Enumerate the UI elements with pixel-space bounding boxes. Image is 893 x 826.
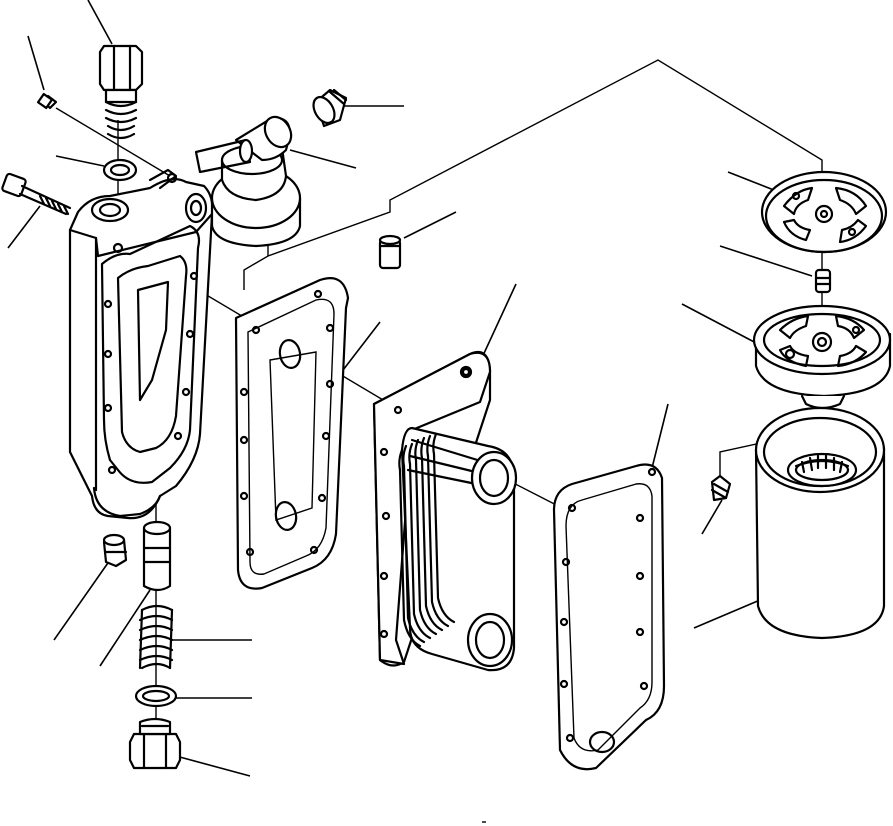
leader-lower-plug: [53, 559, 111, 641]
leader-drain-cock: [701, 499, 723, 535]
element-gasket: [552, 463, 666, 771]
bypass-plug: [312, 88, 348, 128]
lower-piston: [142, 520, 172, 592]
relief-valve-plug: [98, 44, 144, 140]
cover-gasket: [234, 277, 350, 590]
nipple: [814, 268, 832, 294]
leader-thermo-housing: [289, 149, 357, 169]
filter-top-plate: [760, 170, 888, 254]
leader-nipple: [719, 245, 813, 277]
leader-relief-valve: [87, 0, 113, 45]
small-plug: [378, 234, 402, 270]
leader-element-gasket: [651, 403, 669, 469]
leader-small-screw: [27, 35, 45, 91]
lower-o-ring: [134, 684, 178, 708]
filter-head: [752, 304, 892, 410]
leader-cooler-element: [479, 283, 517, 363]
lower-spring: [138, 604, 174, 670]
oil-filter-cartridge: [754, 406, 886, 640]
cooler-element: [372, 350, 518, 672]
leader-long-bolt: [7, 205, 41, 249]
leader-filter-cartridge: [693, 599, 761, 629]
center-line-cooler-to-filter: [243, 59, 823, 470]
center-line-screw: [55, 107, 171, 177]
long-bolt: [1, 172, 72, 216]
small-screw: [36, 92, 58, 110]
o-ring-upper: [102, 158, 138, 182]
leader-small-plug: [403, 211, 457, 239]
leader-lines: [7, 0, 813, 777]
lower-hex-plug: [128, 717, 182, 770]
leader-lower-piston: [99, 589, 151, 667]
thermo-elbow-housing: [194, 115, 302, 248]
oil-cooler-body: [68, 168, 214, 520]
leader-cover-gasket: [339, 321, 381, 375]
leader-o-ring-upper: [55, 155, 105, 167]
lower-plug: [102, 533, 128, 568]
leader-filter-head: [681, 303, 759, 345]
drain-cock: [710, 474, 732, 502]
leader-lower-hex-plug: [175, 755, 251, 777]
